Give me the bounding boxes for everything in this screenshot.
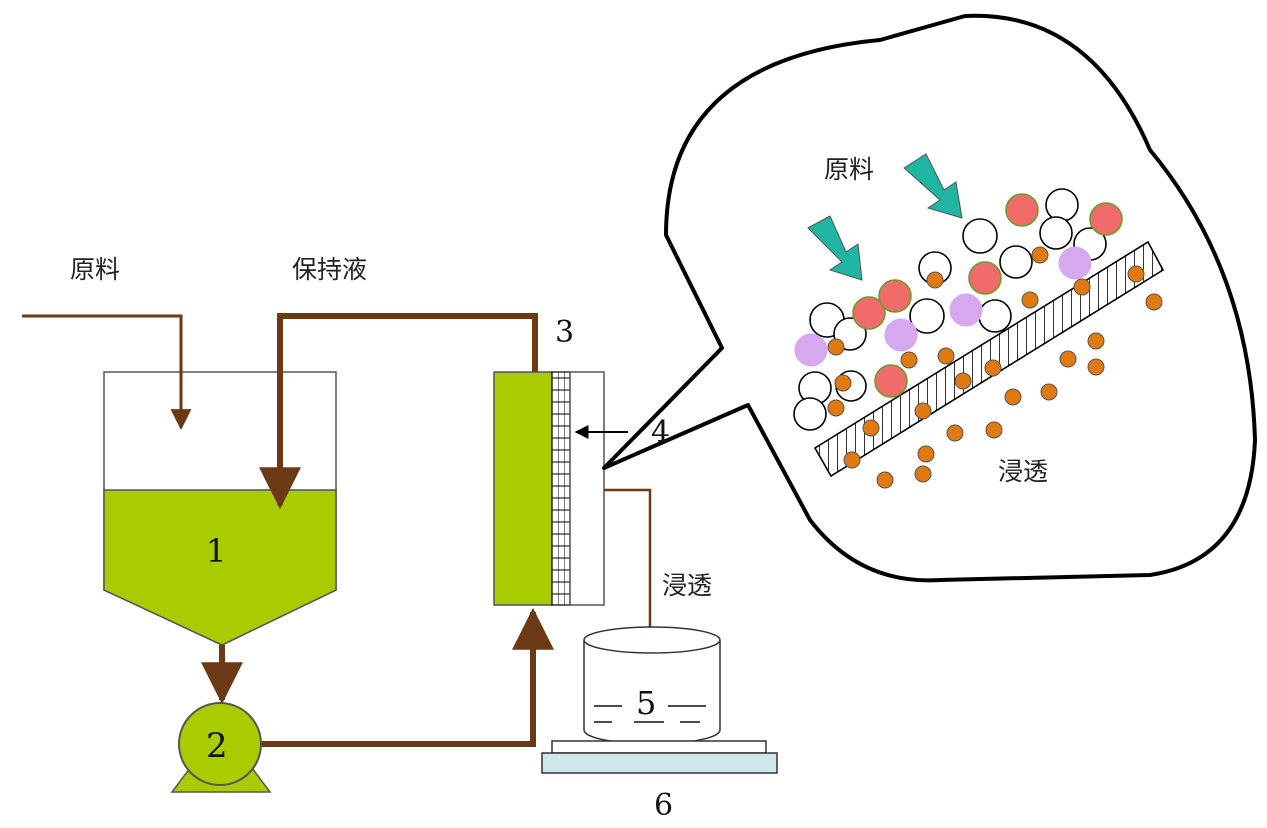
large-particles [852,193,1123,398]
zoom-callout-bubble [602,13,1257,583]
small-particles [827,246,1163,489]
feed-inlet-line [22,314,192,431]
tank-number: 1 [206,532,226,570]
module-number: 3 [555,315,574,350]
scale-number: 6 [654,788,673,823]
feed-tank [103,371,337,646]
feed-label: 原料 [70,255,120,284]
medium-particles [794,246,1092,367]
membrane-module [493,371,605,606]
zoom-membrane [813,240,1165,478]
permeate-beaker [583,626,721,745]
membrane-number: 4 [651,415,670,450]
feed-arrow-1 [807,215,863,281]
permeate-line [604,488,659,664]
permeate-label: 浸透 [662,571,712,600]
pump [170,702,272,793]
feed-arrow-2 [903,153,963,219]
pump-number: 2 [206,726,228,766]
pump-to-module-line [262,607,554,747]
zoom-feed-label: 原料 [824,155,874,184]
retentate-label: 保持液 [292,255,367,284]
retentate-line [259,313,538,510]
beaker-number: 5 [636,684,656,722]
scale [541,740,778,774]
zoom-permeate-label: 浸透 [998,457,1048,486]
